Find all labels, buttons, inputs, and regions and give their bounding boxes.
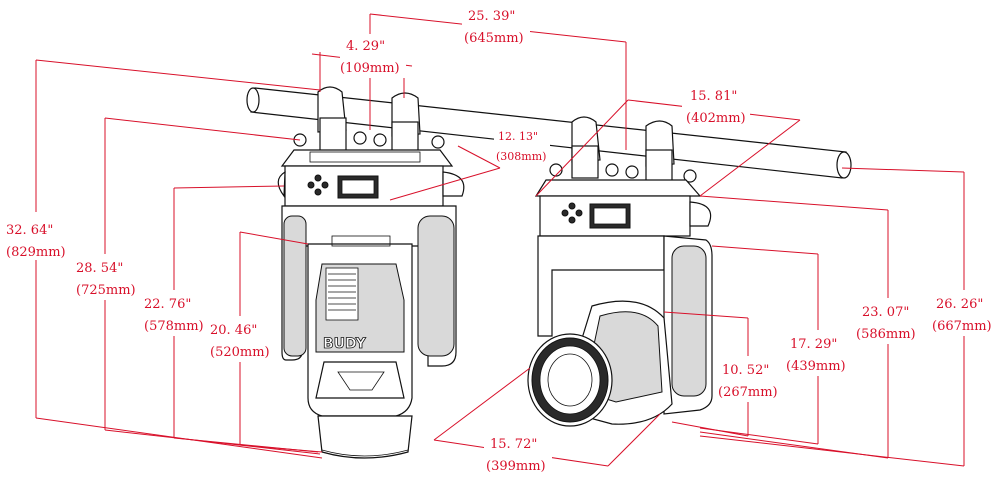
label-side-top-mm: (586mm)	[856, 327, 916, 342]
label-base-depth-mm: (402mm)	[686, 111, 746, 126]
dimension-labels: 32. 64" (829mm) 28. 54" (725mm) 22. 76" …	[4, 4, 998, 478]
label-head-height-mm: (520mm)	[210, 345, 270, 360]
label-clamp-spacing-mm: (645mm)	[464, 31, 524, 46]
label-clamp-width-mm: (109mm)	[340, 61, 400, 76]
label-head-length-mm: (399mm)	[486, 459, 546, 474]
label-top-to-base-mm: (725mm)	[76, 283, 136, 298]
right-clamp-2	[625, 120, 697, 185]
label-clamp-width-inch: 4. 29"	[346, 39, 385, 54]
label-clamp-spacing-inch: 25. 39"	[468, 9, 515, 24]
label-yoke-height-mm: (578mm)	[144, 319, 204, 334]
label-total-height-mm: (829mm)	[6, 245, 66, 260]
left-fixture: BUDY	[277, 86, 465, 459]
brand-label: BUDY	[323, 336, 367, 352]
label-base-width-inch: 12. 13"	[498, 130, 538, 143]
left-clamp-1	[293, 86, 367, 153]
label-head-height-inch: 20. 46"	[210, 323, 257, 338]
dimension-lines	[35, 13, 965, 467]
label-side-yoke-inch: 17. 29"	[790, 337, 837, 352]
label-top-to-base-inch: 28. 54"	[76, 261, 123, 276]
label-head-length-inch: 15. 72"	[490, 437, 537, 452]
label-base-depth-inch: 15. 81"	[690, 89, 737, 104]
label-total-height-inch: 32. 64"	[6, 223, 53, 238]
right-fixture	[527, 116, 713, 427]
label-side-head-mm: (267mm)	[718, 385, 778, 400]
label-base-width-mm: (308mm)	[496, 150, 546, 163]
label-side-head-inch: 10. 52"	[722, 363, 769, 378]
label-side-top-inch: 23. 07"	[862, 305, 909, 320]
label-yoke-height-inch: 22. 76"	[144, 297, 191, 312]
label-side-total-mm: (667mm)	[932, 319, 992, 334]
label-side-total-inch: 26. 26"	[936, 297, 983, 312]
label-side-yoke-mm: (439mm)	[786, 359, 846, 374]
